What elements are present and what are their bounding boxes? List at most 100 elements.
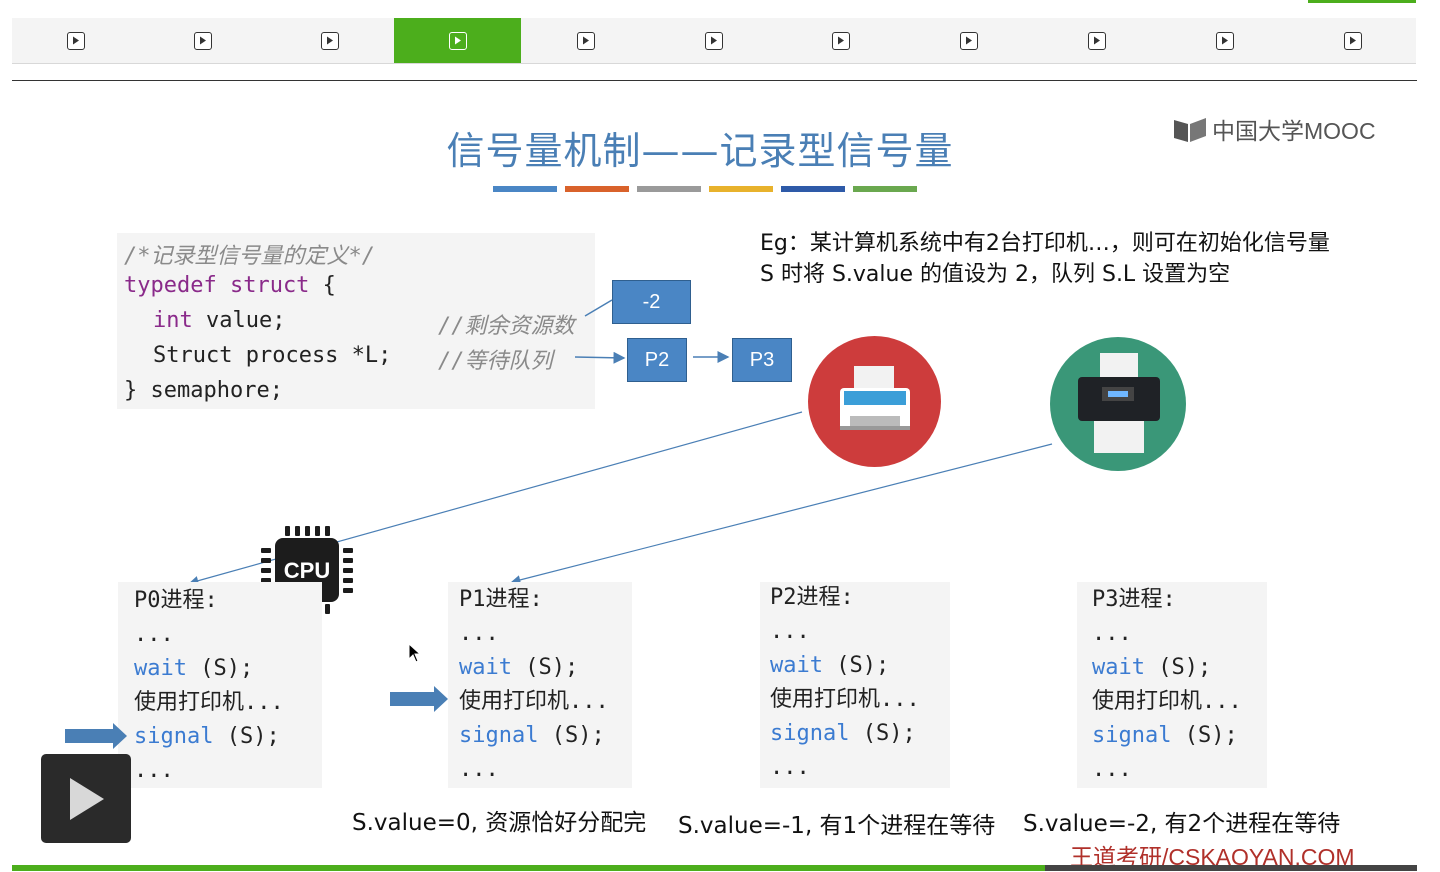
- code-line-5: } semaphore;: [124, 378, 283, 403]
- segment-tab-11[interactable]: [1289, 18, 1416, 63]
- process-code-p2: P2进程:... wait (S); 使用打印机... signal (S);...: [770, 581, 920, 785]
- segment-bar: [12, 18, 1416, 64]
- code-keyword: typedef struct: [124, 273, 310, 298]
- wait-arg: (S);: [511, 655, 579, 680]
- value-box: -2: [612, 280, 691, 324]
- wait-arg: (S);: [822, 653, 890, 678]
- process-wait-line: wait (S);: [770, 649, 920, 683]
- caption-p3: S.value=-2, 有2个进程在等待: [1023, 811, 1341, 837]
- process-signal-line: signal (S);: [459, 719, 609, 753]
- segment-tab-4[interactable]: [394, 18, 521, 63]
- play-icon: [193, 31, 212, 50]
- segment-tab-6[interactable]: [650, 18, 777, 63]
- process-box-p3: [1077, 582, 1267, 788]
- process-use-line: 使用打印机...: [134, 690, 284, 715]
- code-line-3: int value;: [153, 308, 285, 333]
- code-line-4: Struct process *L;: [153, 343, 392, 368]
- caption-p1: S.value=0, 资源恰好分配完: [352, 810, 647, 836]
- process-wait-line: wait (S);: [1092, 651, 1242, 685]
- signal-keyword: signal: [459, 723, 539, 748]
- exec-arrow-p1: [390, 686, 448, 712]
- segment-tab-5[interactable]: [522, 18, 649, 63]
- segment-tab-2[interactable]: [139, 18, 266, 63]
- stripe: [493, 186, 557, 192]
- process-dots: ...: [770, 755, 810, 780]
- printer-red-icon: [808, 336, 941, 467]
- logo-text: 中国大学MOOC: [1212, 118, 1376, 144]
- segment-tab-7[interactable]: [777, 18, 904, 63]
- process-signal-line: signal (S);: [770, 717, 920, 751]
- process-dots: ...: [459, 621, 499, 646]
- process-use-line: 使用打印机...: [770, 687, 920, 712]
- process-dots: ...: [134, 622, 174, 647]
- printer2-to-p1-arrow: [510, 443, 1053, 585]
- segment-tab-9[interactable]: [1033, 18, 1160, 63]
- process-code-p3: P3进程:...wait (S);使用打印机...signal (S);...: [1092, 583, 1242, 787]
- play-icon: [959, 31, 978, 50]
- signal-arg: (S);: [538, 723, 605, 748]
- process-use-line: 使用打印机...: [459, 689, 609, 714]
- signal-arg: (S);: [213, 724, 280, 749]
- signal-keyword: signal: [770, 721, 850, 746]
- process-wait-line: wait (S);: [134, 652, 284, 686]
- stripe: [637, 186, 701, 192]
- exec-arrow-p0: [65, 723, 127, 749]
- play-icon: [1087, 31, 1106, 50]
- printer-green-icon: [1050, 337, 1186, 471]
- play-icon: [70, 777, 104, 820]
- code-line-1: /*记录型信号量的定义*/: [124, 244, 375, 269]
- cpu-label: CPU: [284, 558, 330, 583]
- slide-title: 信号量机制——记录型信号量: [446, 129, 954, 173]
- process-name: P3进程:: [1092, 587, 1176, 612]
- process-name: P2进程:: [770, 585, 854, 610]
- signal-arg: (S);: [1171, 723, 1238, 748]
- play-icon: [704, 31, 723, 50]
- process-code-p1: P1进程:...wait (S);使用打印机...signal (S);...: [459, 583, 609, 787]
- signal-keyword: signal: [1092, 723, 1172, 748]
- title-stripes: [493, 186, 917, 192]
- play-icon: [448, 31, 467, 50]
- process-name: P0进程:: [134, 588, 218, 613]
- process-dots: ...: [134, 758, 174, 783]
- stripe: [565, 186, 629, 192]
- stripe: [781, 186, 845, 192]
- wait-keyword: wait: [134, 656, 187, 681]
- divider: [12, 80, 1417, 81]
- code-line-2: typedef struct {: [124, 273, 336, 298]
- process-use-line: 使用打印机...: [1092, 689, 1242, 714]
- process-box-p2: [760, 582, 950, 788]
- process-box-p0: [118, 582, 322, 788]
- process-dots: ...: [459, 757, 499, 782]
- signal-arg: (S);: [849, 721, 916, 746]
- process-box-p1: [448, 582, 632, 788]
- code-comment-queue: //等待队列: [438, 349, 553, 374]
- top-indicator: [1308, 0, 1416, 3]
- play-icon: [576, 31, 595, 50]
- segment-tab-1[interactable]: [12, 18, 139, 63]
- play-icon: [1215, 31, 1234, 50]
- wait-keyword: wait: [770, 653, 823, 678]
- process-dots: ...: [770, 619, 810, 644]
- code-block: [117, 233, 595, 409]
- segment-tab-10[interactable]: [1161, 18, 1288, 63]
- example-text: Eg：某计算机系统中有2台打印机…，则可在初始化信号量 S 时将 S.value…: [760, 231, 1330, 287]
- signal-keyword: signal: [134, 724, 214, 749]
- play-icon: [66, 31, 85, 50]
- play-icon: [1343, 31, 1362, 50]
- code-text: value;: [192, 308, 286, 333]
- code-keyword: int: [153, 308, 193, 333]
- queue-node-p3: P3: [732, 338, 792, 382]
- process-signal-line: signal (S);: [134, 720, 284, 754]
- wait-arg: (S);: [186, 656, 254, 681]
- process-code-p0: P0进程:... wait (S); 使用打印机... signal (S);...: [134, 584, 284, 788]
- process-dots: ...: [1092, 757, 1132, 782]
- play-button[interactable]: [41, 754, 131, 843]
- play-icon: [320, 31, 339, 50]
- wait-arg: (S);: [1144, 655, 1212, 680]
- segment-tab-8[interactable]: [905, 18, 1032, 63]
- process-wait-line: wait (S);: [459, 651, 609, 685]
- stripe: [709, 186, 773, 192]
- mooc-logo: 中国大学MOOC: [1172, 112, 1376, 146]
- mooc-logo-icon: [1174, 118, 1206, 142]
- segment-tab-3[interactable]: [266, 18, 393, 63]
